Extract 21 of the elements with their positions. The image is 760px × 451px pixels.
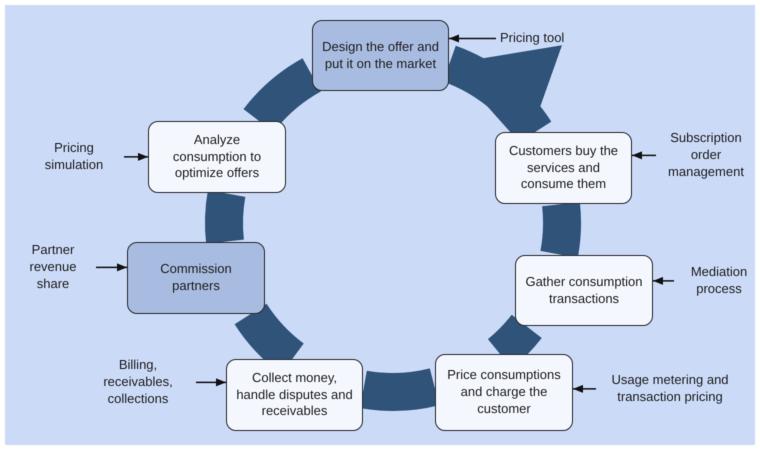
process-box: Customers buy the services and consume them bbox=[495, 132, 632, 204]
input-label: Subscription order management bbox=[660, 130, 752, 181]
process-box: Collect money, handle disputes and receivables bbox=[226, 359, 363, 431]
arrow bbox=[96, 263, 127, 272]
process-box: Gather consumption transactions bbox=[515, 255, 653, 326]
input-label: Pricing tool bbox=[500, 30, 592, 47]
input-label: Billing, receivables, collections bbox=[84, 357, 192, 408]
process-box: Commission partners bbox=[127, 242, 265, 314]
arrow bbox=[573, 384, 596, 393]
input-label: Pricing simulation bbox=[28, 140, 120, 174]
arrow bbox=[449, 34, 496, 42]
arrow bbox=[653, 276, 674, 285]
input-label: Usage metering and transaction pricing bbox=[600, 372, 740, 406]
input-label: Partner revenue share bbox=[14, 242, 92, 293]
input-label: Mediation process bbox=[678, 264, 760, 298]
process-box: Price consumptions and charge the customer bbox=[435, 354, 573, 431]
process-box: Analyze consumption to optimize offers bbox=[148, 121, 286, 193]
arrow bbox=[632, 151, 656, 160]
process-box: Design the offer and put it on the market bbox=[312, 20, 449, 91]
arrow bbox=[196, 378, 226, 386]
arrow bbox=[124, 152, 148, 161]
